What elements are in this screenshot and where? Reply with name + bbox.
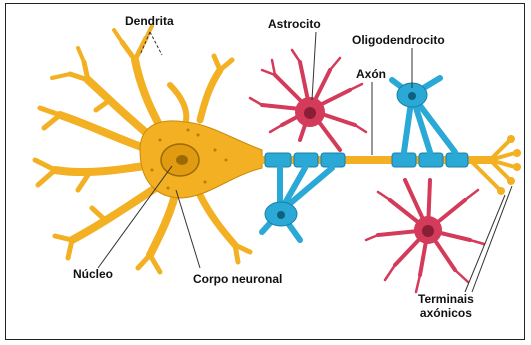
label-oligodendrocito: Oligodendrocito [352, 33, 445, 47]
label-axon: Axón [356, 67, 386, 81]
label-corpo-neuronal: Corpo neuronal [193, 272, 282, 286]
label-nucleo: Núcleo [73, 267, 113, 281]
label-terminais-line1: Terminais [418, 292, 474, 306]
label-dendrita: Dendrita [125, 14, 174, 28]
label-terminais-axonicos: Terminais axónicos [418, 292, 474, 320]
label-astrocito: Astrocito [268, 17, 321, 31]
oligodendrocyte-left-nucleus [277, 211, 285, 219]
nucleolus [176, 155, 188, 165]
oligodendrocyte-right-nucleus [408, 92, 416, 100]
label-terminais-line2: axónicos [418, 306, 474, 320]
cell-body [140, 121, 262, 198]
astrocyte-top-nucleus [304, 107, 316, 119]
astrocyte-bottom-nucleus [422, 225, 434, 237]
